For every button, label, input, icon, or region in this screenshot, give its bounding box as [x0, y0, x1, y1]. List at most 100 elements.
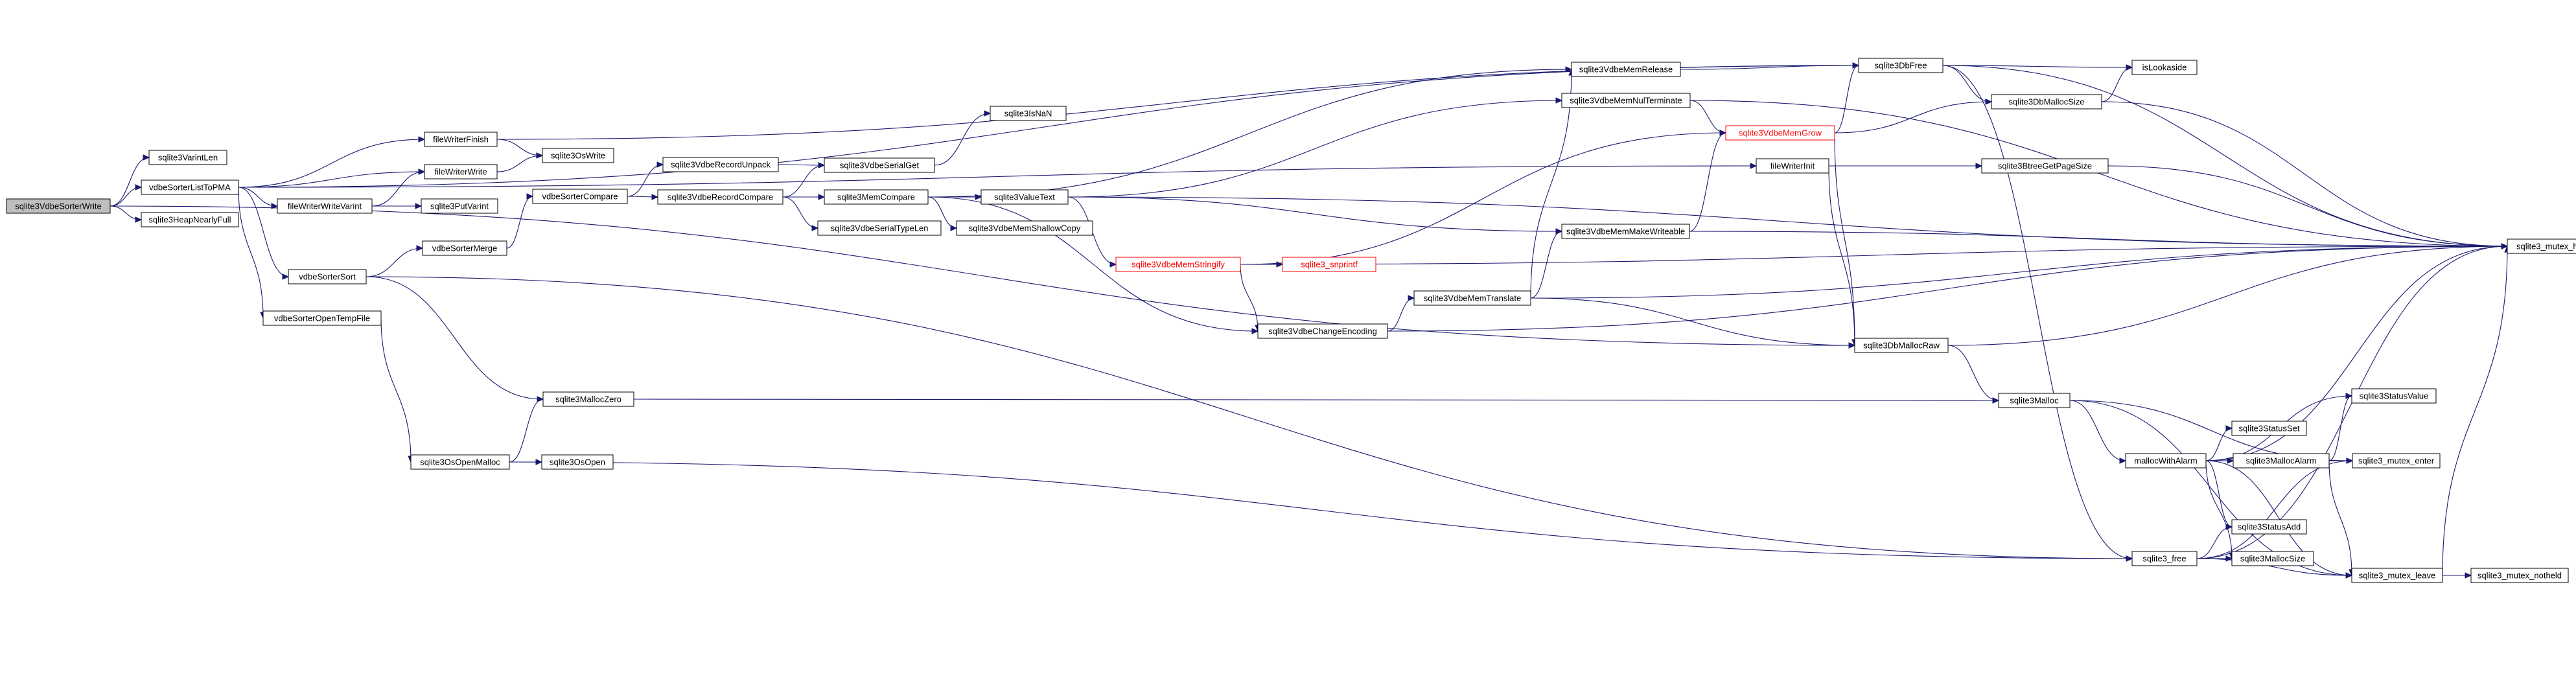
edge-arrowhead	[2225, 524, 2233, 530]
node-file-writer-finish[interactable]: fileWriterFinish	[424, 132, 498, 147]
node-sqlite3-free[interactable]: sqlite3_free	[2131, 551, 2198, 566]
node-label: sqlite3VdbeMemTranslate	[1424, 294, 1522, 303]
node-label: fileWriterWrite	[434, 167, 487, 177]
edge-arrowhead	[418, 168, 426, 175]
node-sqlite3-status-set[interactable]: sqlite3StatusSet	[2231, 421, 2307, 436]
node-box	[2351, 568, 2443, 583]
node-sqlite3-malloc[interactable]: sqlite3Malloc	[1998, 393, 2071, 408]
node-sqlite3-status-value[interactable]: sqlite3StatusValue	[2351, 388, 2437, 404]
node-sqlite3-mutex-notheld[interactable]: sqlite3_mutex_notheld	[2470, 568, 2569, 583]
edge-mallocWithAlarm-to-sqlite3_mutex_held	[2205, 246, 2508, 461]
node-sqlite3-db-free[interactable]: sqlite3DbFree	[1858, 58, 1944, 73]
node-vdbe-sorter-merge[interactable]: vdbeSorterMerge	[422, 240, 507, 256]
node-sqlite3-vdbe-serial-get[interactable]: sqlite3VdbeSerialGet	[824, 157, 935, 173]
node-box	[824, 189, 929, 205]
node-box	[542, 391, 634, 407]
edge-sqlite3VdbeMemGrow-to-sqlite3DbFree	[1834, 65, 1859, 133]
node-sqlite3-vdbe-mem-make-writeable[interactable]: sqlite3VdbeMemMakeWriteable	[1561, 224, 1690, 239]
edge-sqlite3VdbeMemGrow-to-sqlite3DbMallocSize	[1834, 101, 1992, 133]
node-sqlite3-is-na-n[interactable]: sqlite3IsNaN	[990, 106, 1067, 121]
node-label: sqlite3VdbeMemGrow	[1739, 128, 1822, 138]
edge-mallocWithAlarm-to-sqlite3StatusAdd	[2205, 460, 2233, 527]
node-box	[148, 150, 227, 165]
node-sqlite3-vdbe-mem-translate[interactable]: sqlite3VdbeMemTranslate	[1413, 290, 1531, 306]
node-sqlite3-os-write[interactable]: sqlite3OsWrite	[542, 148, 614, 163]
node-sqlite3-vdbe-mem-grow[interactable]: sqlite3VdbeMemGrow	[1725, 125, 1835, 141]
node-sqlite3-heap-nearly-full[interactable]: sqlite3HeapNearlyFull	[141, 212, 239, 227]
node-sqlite3-vdbe-change-encoding[interactable]: sqlite3VdbeChangeEncoding	[1257, 323, 1388, 339]
edge-vdbeSorterListToPMA-to-fileWriterWrite	[238, 171, 425, 188]
edge-arrowhead	[282, 273, 290, 280]
node-sqlite3-vdbe-mem-nul-terminate[interactable]: sqlite3VdbeMemNulTerminate	[1561, 93, 1691, 108]
edge-vdbeSorterOpenTempFile-to-sqlite3OsOpenMalloc	[380, 318, 412, 463]
node-sqlite3-status-add[interactable]: sqlite3StatusAdd	[2231, 519, 2307, 535]
edge-vdbeSorterListToPMA-to-vdbeSorterOpenTempFile	[238, 187, 264, 319]
node-sqlite3-db-malloc-raw[interactable]: sqlite3DbMallocRaw	[1854, 338, 1949, 353]
node-box	[2231, 519, 2307, 535]
edge-arrowhead	[526, 193, 534, 200]
node-malloc-with-alarm[interactable]: mallocWithAlarm	[2125, 453, 2207, 468]
edge-sqlite3ValueText-to-sqlite3VdbeMemMakeWriteable	[1067, 196, 1562, 232]
node-label: sqlite3IsNaN	[1004, 109, 1052, 119]
node-label: sqlite3VdbeRecordUnpack	[671, 160, 771, 170]
node-sqlite3-btree-get-page-size[interactable]: sqlite3BtreeGetPageSize	[1981, 158, 2109, 174]
call-edges	[110, 62, 2511, 579]
node-box	[1756, 158, 1829, 174]
edge-arrowhead	[811, 225, 819, 231]
node-file-writer-init[interactable]: fileWriterInit	[1756, 158, 1829, 174]
node-vdbe-sorter-open-temp-file[interactable]: vdbeSorterOpenTempFile	[262, 310, 382, 326]
node-sqlite3-varint-len[interactable]: sqlite3VarintLen	[148, 150, 227, 165]
node-sqlite3-vdbe-mem-shallow-copy[interactable]: sqlite3VdbeMemShallowCopy	[956, 220, 1093, 236]
node-vdbe-sorter-sort[interactable]: vdbeSorterSort	[288, 269, 367, 284]
edge-sqlite3MallocAlarm-to-sqlite3_mutex_leave	[2328, 460, 2352, 576]
edge-sqlite3VdbeMemGrow-to-sqlite3DbMallocRaw	[1834, 132, 1855, 346]
node-file-writer-write-varint[interactable]: fileWriterWriteVarint	[277, 198, 373, 214]
node-sqlite3-os-open-malloc[interactable]: sqlite3OsOpenMalloc	[410, 454, 510, 470]
node-sqlite3-mem-compare[interactable]: sqlite3MemCompare	[824, 189, 929, 205]
node-sqlite3-malloc-zero[interactable]: sqlite3MallocZero	[542, 391, 634, 407]
edge-arrowhead	[143, 154, 150, 161]
node-label: sqlite3VdbeSorterWrite	[15, 202, 101, 211]
node-label: sqlite3_mutex_leave	[2359, 571, 2436, 581]
edge-sqlite3VdbeMemStringify-to-sqlite3VdbeMemGrow	[1240, 132, 1726, 265]
node-sqlite3-vdbe-sorter-write[interactable]: sqlite3VdbeSorterWrite	[6, 198, 111, 214]
node-box	[141, 179, 239, 195]
node-label: sqlite3StatusAdd	[2238, 522, 2301, 532]
edge-sqlite3_free-to-sqlite3_mutex_enter	[2196, 460, 2353, 559]
node-sqlite3-vdbe-record-compare[interactable]: sqlite3VdbeRecordCompare	[657, 189, 783, 205]
node-box	[981, 189, 1069, 205]
node-label: sqlite3VarintLen	[158, 153, 218, 163]
edge-sqlite3_free-to-sqlite3_mutex_leave	[2196, 558, 2352, 576]
node-label: sqlite3VdbeMemNulTerminate	[1570, 96, 1682, 106]
node-file-writer-write[interactable]: fileWriterWrite	[424, 164, 498, 179]
edge-vdbeSorterListToPMA-to-fileWriterInit	[238, 165, 1757, 188]
edge-sqlite3DbFree-to-sqlite3_free	[1942, 65, 2133, 559]
node-vdbe-sorter-list-to-pma[interactable]: vdbeSorterListToPMA	[141, 179, 239, 195]
node-box	[1282, 257, 1376, 272]
node-vdbe-sorter-compare[interactable]: vdbeSorterCompare	[532, 189, 628, 204]
node-sqlite3-vdbe-mem-stringify[interactable]: sqlite3VdbeMemStringify	[1115, 257, 1241, 272]
node-sqlite3-mutex-held[interactable]: sqlite3_mutex_held	[2507, 238, 2576, 254]
edge-arrowhead	[1750, 163, 1758, 169]
node-sqlite3-db-malloc-size[interactable]: sqlite3DbMallocSize	[1991, 94, 2102, 110]
node-sqlite3-malloc-alarm[interactable]: sqlite3MallocAlarm	[2233, 453, 2330, 468]
node-sqlite3-mutex-enter[interactable]: sqlite3_mutex_enter	[2352, 453, 2441, 468]
node-sqlite3-vdbe-serial-type-len[interactable]: sqlite3VdbeSerialTypeLen	[817, 220, 942, 236]
node-label: sqlite3VdbeMemStringify	[1131, 260, 1225, 270]
node-is-lookaside[interactable]: isLookaside	[2131, 60, 2198, 75]
edge-sqlite3DbFree-to-sqlite3_mutex_held	[1942, 65, 2508, 247]
edge-sqlite3VdbeMemMakeWriteable-to-sqlite3_mutex_held	[1689, 231, 2508, 247]
node-box	[2233, 453, 2330, 468]
node-sqlite3-vdbe-mem-release[interactable]: sqlite3VdbeMemRelease	[1571, 62, 1681, 77]
node-sqlite3-value-text[interactable]: sqlite3ValueText	[981, 189, 1069, 205]
edge-arrowhead	[1408, 295, 1415, 301]
edge-arrowhead	[1852, 62, 1860, 69]
node-box	[1561, 224, 1690, 239]
node-sqlite3-put-varint[interactable]: sqlite3PutVarint	[421, 198, 498, 214]
node-sqlite3-os-open[interactable]: sqlite3OsOpen	[541, 454, 614, 470]
node-sqlite3-snprintf[interactable]: sqlite3_snprintf	[1282, 257, 1376, 272]
node-box	[2131, 60, 2198, 75]
node-sqlite3-vdbe-record-unpack[interactable]: sqlite3VdbeRecordUnpack	[662, 157, 779, 172]
node-sqlite3-malloc-size[interactable]: sqlite3MallocSize	[2231, 551, 2314, 566]
node-sqlite3-mutex-leave[interactable]: sqlite3_mutex_leave	[2351, 568, 2443, 583]
